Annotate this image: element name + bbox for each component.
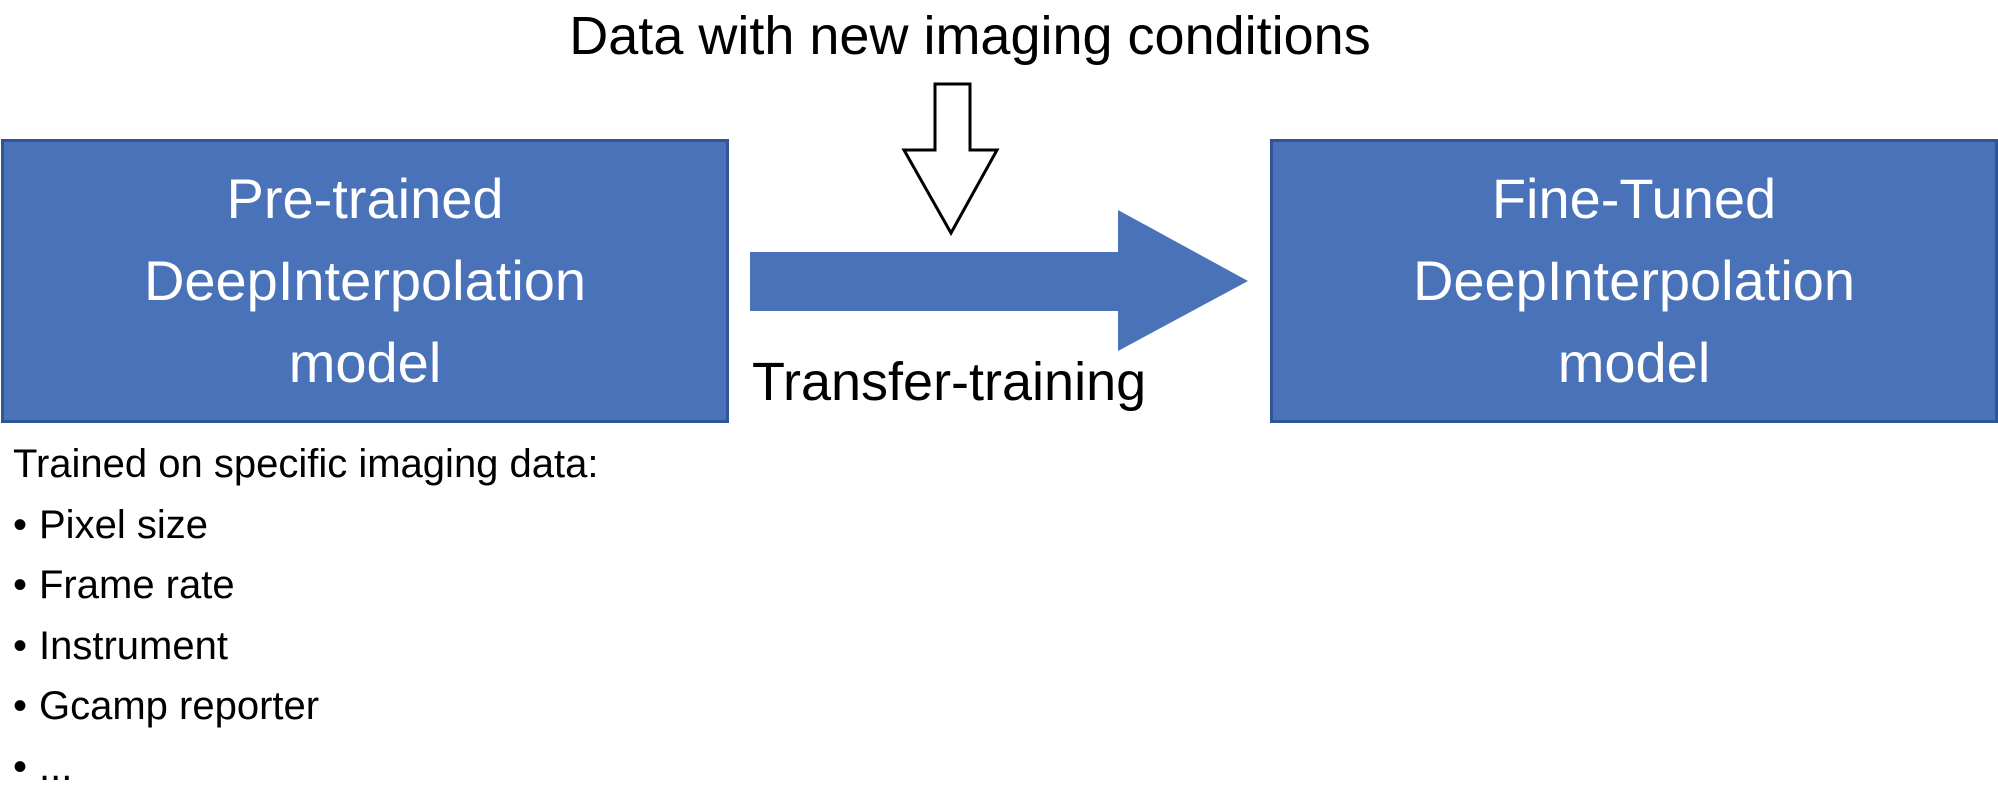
list-item: ... [13, 737, 599, 797]
trained-on-list: Pixel size Frame rate Instrument Gcamp r… [13, 495, 599, 797]
finetuned-model-label: Fine-Tuned DeepInterpolation model [1413, 158, 1855, 404]
hollow-down-arrow-icon [904, 84, 997, 233]
pretrained-model-line-1: Pre-trained [144, 158, 586, 240]
pretrained-model-label: Pre-trained DeepInterpolation model [144, 158, 586, 404]
block-right-arrow-icon [750, 210, 1248, 351]
pretrained-model-line-2: DeepInterpolation [144, 240, 586, 322]
trained-on-block: Trained on specific imaging data: Pixel … [13, 434, 599, 797]
list-item: Frame rate [13, 555, 599, 616]
transfer-training-label: Transfer-training [752, 350, 1146, 414]
list-item: Instrument [13, 616, 599, 677]
pretrained-model-box: Pre-trained DeepInterpolation model [1, 139, 729, 423]
trained-on-heading: Trained on specific imaging data: [13, 434, 599, 495]
list-item: Gcamp reporter [13, 676, 599, 737]
pretrained-model-line-3: model [144, 322, 586, 404]
finetuned-model-line-2: DeepInterpolation [1413, 240, 1855, 322]
list-item: Pixel size [13, 495, 599, 556]
finetuned-model-line-1: Fine-Tuned [1413, 158, 1855, 240]
finetuned-model-box: Fine-Tuned DeepInterpolation model [1270, 139, 1998, 423]
finetuned-model-line-3: model [1413, 322, 1855, 404]
